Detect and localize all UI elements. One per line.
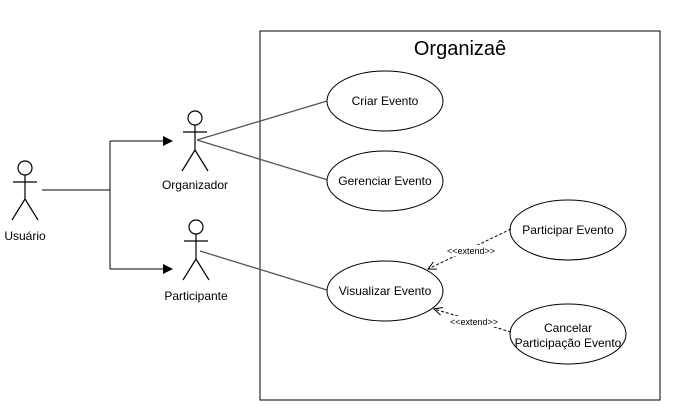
actor-participante[interactable] — [182, 219, 210, 281]
actor-organizador[interactable] — [181, 110, 209, 172]
usecase-cancelar-participacao-label-line2: Participação Evento — [515, 336, 622, 350]
extend-label-participar: <<extend>> — [447, 246, 495, 256]
actor-participante-label: Participante — [164, 289, 228, 303]
usecase-participar-evento-label: Participar Evento — [522, 223, 614, 237]
association-organizador-gerenciar — [196, 139, 329, 181]
usecase-criar-evento[interactable] — [326, 70, 444, 132]
usecase-cancelar-participacao-label-line1: Cancelar — [544, 321, 592, 335]
usecase-gerenciar-evento-label: Gerenciar Evento — [338, 174, 432, 188]
actor-usuario[interactable] — [11, 160, 39, 221]
associations — [196, 100, 329, 291]
system-boundary — [259, 30, 661, 401]
generalization-connector — [42, 136, 173, 274]
usecase-criar-evento-label: Criar Evento — [352, 94, 419, 108]
extend-label-participar-bg — [440, 245, 502, 256]
system-title: Organizaê — [414, 38, 506, 60]
actor-usuario-label: Usuário — [4, 229, 46, 243]
extend-label-cancelar: <<extend>> — [450, 317, 498, 327]
usecase-cancelar-participacao[interactable] — [509, 303, 627, 365]
association-participante-visualizar — [199, 250, 328, 291]
usecase-visualizar-evento[interactable] — [326, 260, 444, 322]
actor-organizador-label: Organizador — [162, 178, 228, 192]
association-organizador-criar — [196, 100, 328, 141]
usecase-visualizar-evento-label: Visualizar Evento — [339, 284, 432, 298]
usecase-gerenciar-evento[interactable] — [326, 150, 444, 212]
extend-label-cancelar-bg — [443, 316, 505, 327]
